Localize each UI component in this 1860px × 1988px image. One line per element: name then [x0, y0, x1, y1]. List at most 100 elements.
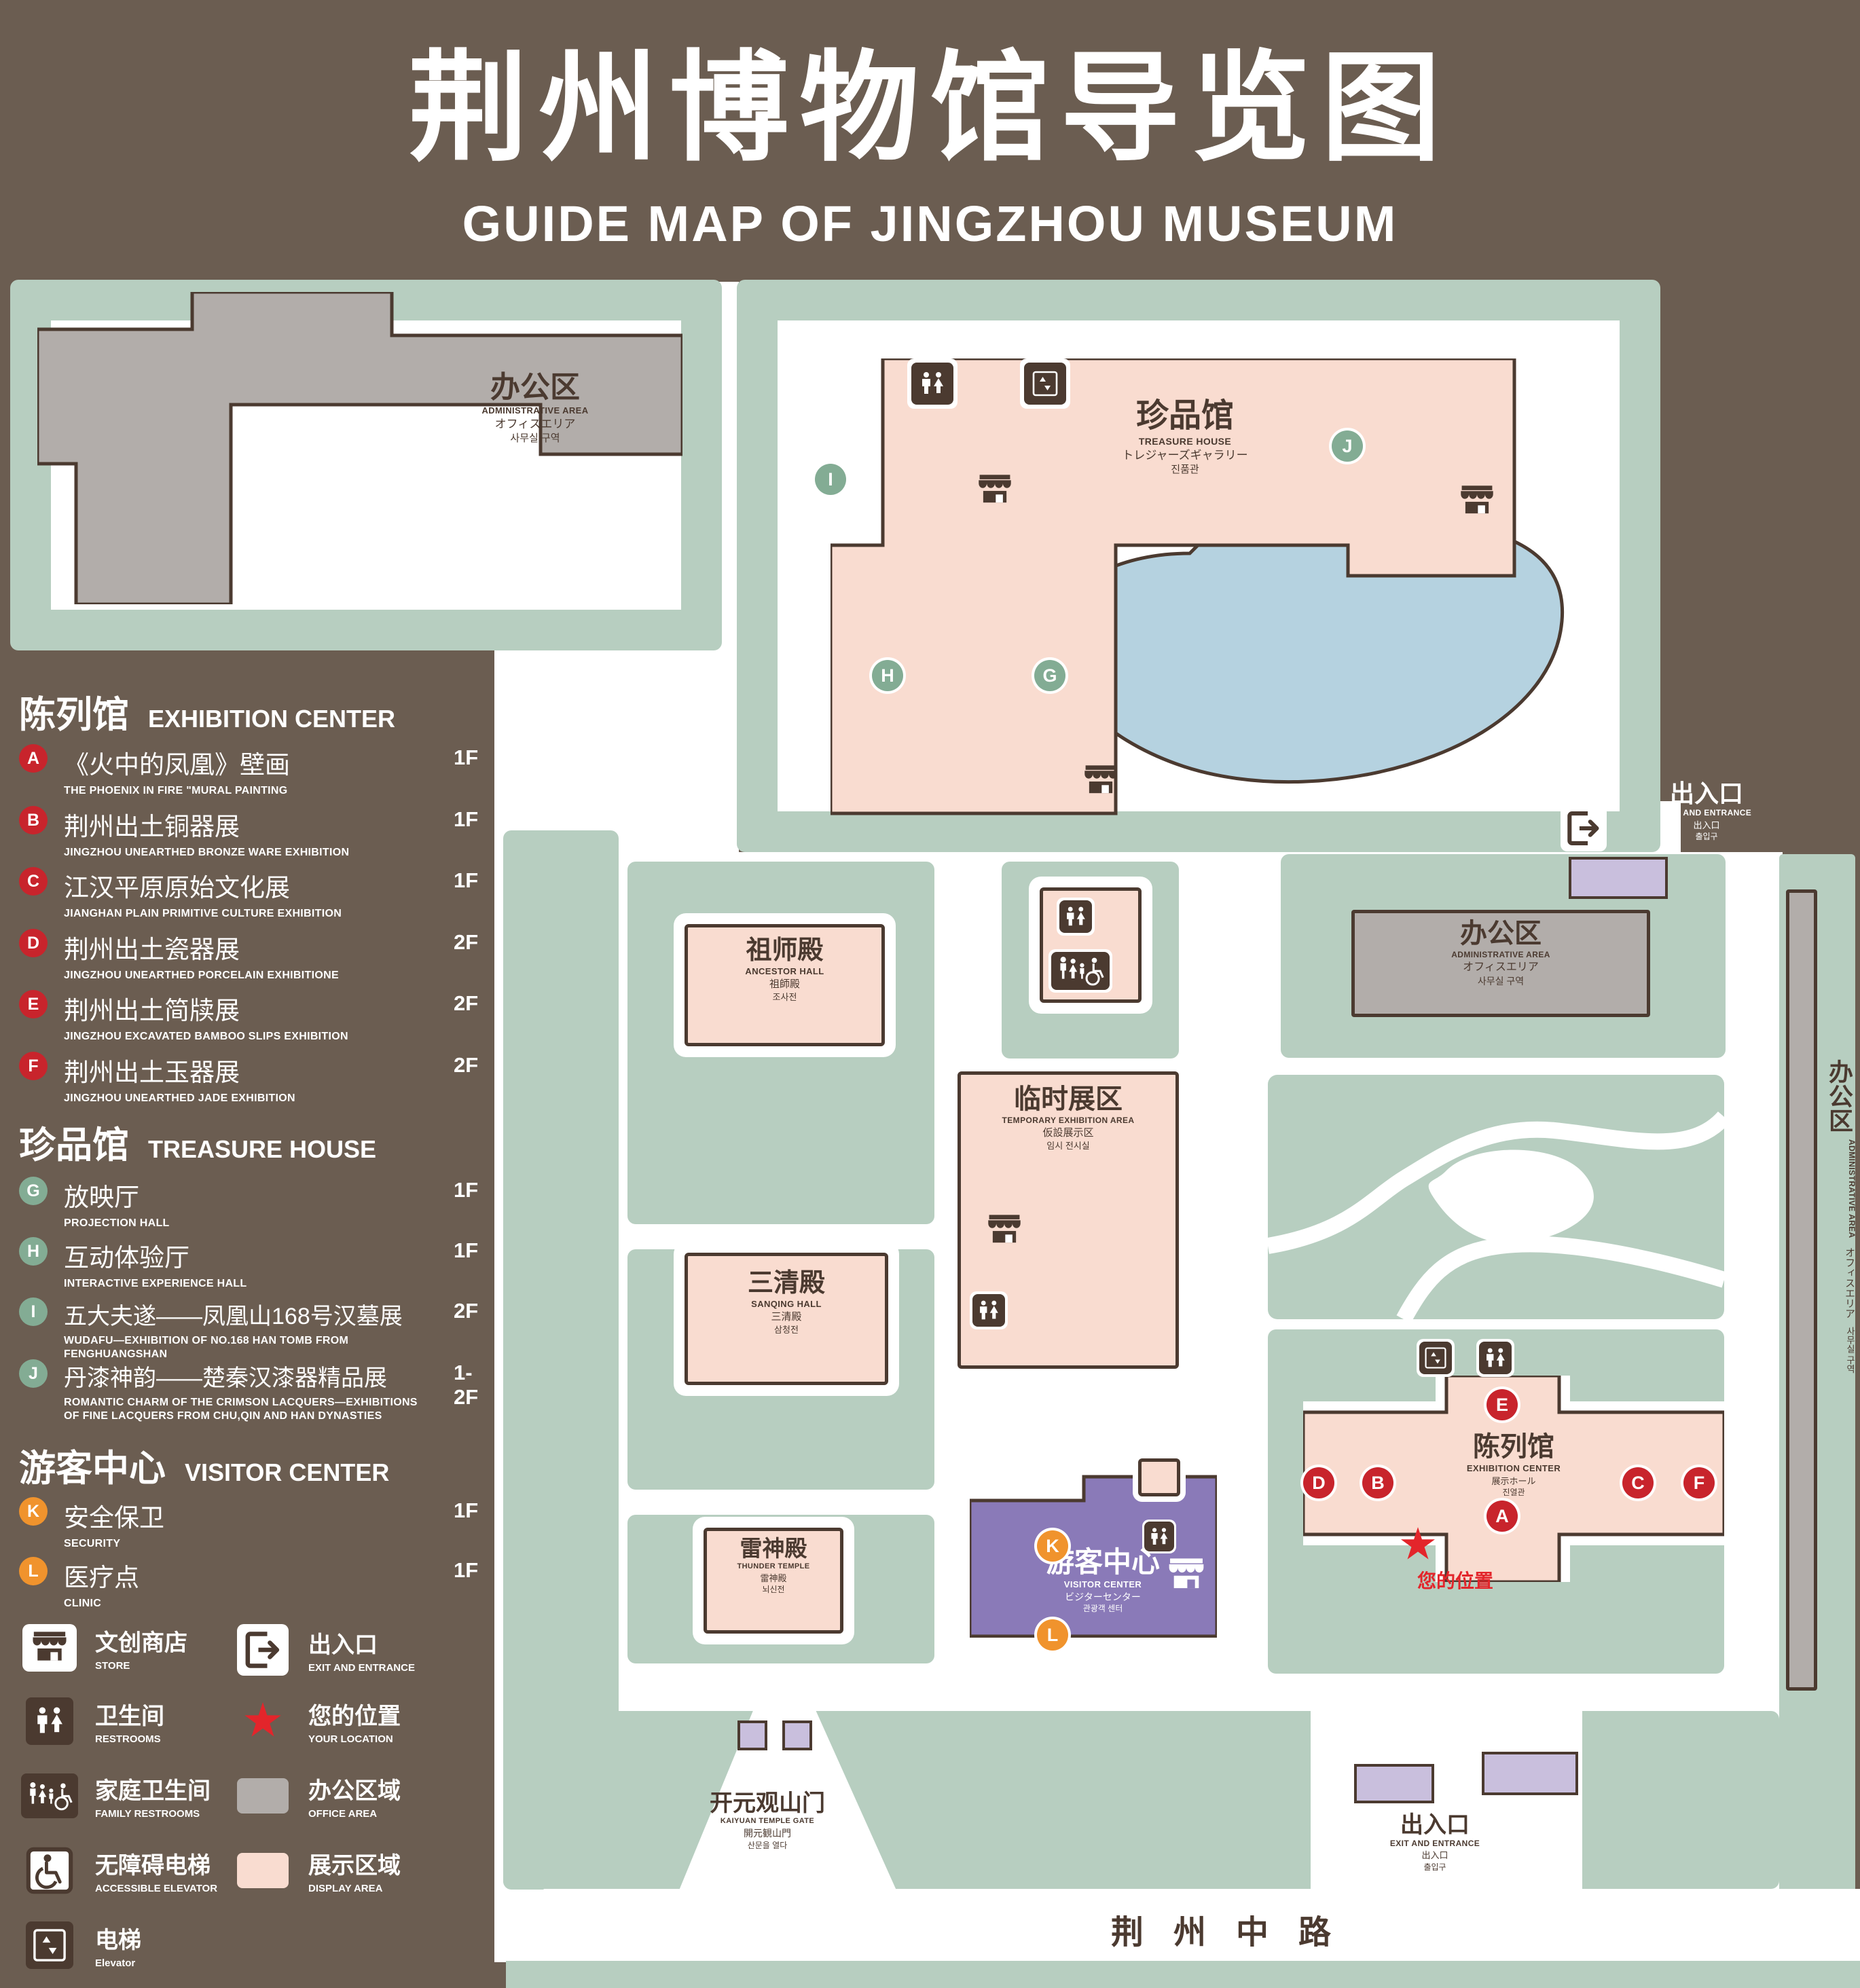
floor-badge: 1F	[454, 868, 479, 892]
admin-top-left-label: 办公区 ADMINISTRATIVE AREA オフィスエリア 사무실 구역	[454, 370, 617, 445]
elevator-icon	[26, 1921, 73, 1969]
office-area-swatch	[237, 1778, 289, 1814]
restroom-pad	[1142, 1520, 1176, 1553]
floor-badge: 2F	[454, 1053, 479, 1077]
elevator-pad	[1417, 1339, 1455, 1377]
ancestor-hall-building	[685, 924, 885, 1046]
map-marker-h: H	[872, 660, 903, 691]
restroom-icon	[1479, 1342, 1512, 1374]
exhibition-center-building	[1303, 1376, 1724, 1582]
floor-badge: 1F	[454, 1238, 479, 1262]
display-area-swatch	[237, 1853, 289, 1888]
floor-badge: 2F	[454, 1299, 479, 1323]
kaiyuan-gate-label: 开元观山门 KAIYUAN TEMPLE GATE 開元観山門 산문을 열다	[710, 1790, 825, 1850]
marker-h: H	[19, 1237, 48, 1266]
store-icon	[1457, 485, 1497, 517]
your-location-label: 您的位置	[1417, 1570, 1493, 1591]
restroom-icon	[911, 363, 953, 405]
restroom-pad	[1057, 898, 1095, 936]
restroom-pad	[970, 1291, 1008, 1329]
restroom-pad	[907, 358, 958, 409]
family-restroom-icon	[21, 1773, 78, 1818]
floor-badge: 1F	[454, 746, 479, 769]
marker-d: D	[19, 929, 48, 957]
marker-i: I	[19, 1297, 48, 1326]
floor-badge: 2F	[454, 991, 479, 1015]
marker-j: J	[19, 1359, 48, 1388]
floor-badge: 1F	[454, 1178, 479, 1202]
title-english: GUIDE MAP OF JINGZHOU MUSEUM	[462, 196, 1398, 252]
store-icon	[22, 1624, 77, 1672]
garden-area	[1268, 1075, 1724, 1319]
admin-building-top-left	[37, 292, 682, 604]
family-restroom-icon	[1051, 952, 1110, 990]
thunder-temple-label: 雷神殿 THUNDER TEMPLE 雷神殿 뇌신전	[737, 1536, 810, 1595]
treasure-house-label: 珍品馆 TREASURE HOUSE トレジャーズギャラリー 진품관	[1122, 398, 1248, 476]
family-restroom-pad	[1048, 949, 1112, 993]
map-marker-l: L	[1037, 1619, 1068, 1651]
accessible-elevator-icon	[26, 1847, 73, 1894]
elevator-pad	[1020, 358, 1070, 409]
restroom-pad	[1476, 1339, 1514, 1377]
admin-building-right	[1351, 910, 1650, 1017]
gate-structure	[782, 1720, 812, 1750]
temporary-exhibition-label: 临时展区 TEMPORARY EXHIBITION AREA 仮設展示区 임시 …	[1002, 1084, 1135, 1152]
admin-building-strip	[1786, 889, 1817, 1691]
map-marker-g: G	[1034, 660, 1065, 691]
exit-icon	[1565, 809, 1603, 847]
thunder-temple-building	[704, 1528, 843, 1634]
sanqing-hall-building	[685, 1253, 888, 1385]
marker-g: G	[19, 1177, 48, 1205]
visitor-center-label: 游客中心 VISITOR CENTER ビジターセンター 관광객 센터	[1045, 1546, 1160, 1614]
exit-gate-bottom-right	[1354, 1764, 1434, 1803]
your-location-star-icon: ★	[1400, 1522, 1436, 1566]
page-title: 荆州博物馆导览图 GUIDE MAP OF JINGZHOU MUSEUM	[0, 11, 1860, 253]
exhibition-center-label: 陈列馆 EXHIBITION CENTER 展示ホール 진열관	[1466, 1432, 1561, 1497]
sanqing-hall-label: 三清殿 SANQING HALL 三清殿 삼청전	[747, 1269, 825, 1335]
location-star-icon: ★	[244, 1697, 282, 1744]
lawn-road-south	[506, 1961, 1860, 1988]
marker-b: B	[19, 806, 48, 834]
map-marker-c: C	[1622, 1467, 1654, 1498]
map-marker-b: B	[1362, 1467, 1393, 1498]
restroom-icon	[26, 1697, 73, 1745]
marker-e: E	[19, 990, 48, 1018]
road	[506, 1889, 1860, 1961]
floor-badge: 1F	[454, 1558, 479, 1582]
treasure-house-building	[831, 358, 1516, 815]
marker-l: L	[19, 1557, 48, 1585]
floor-badge: 1-2F	[454, 1361, 479, 1409]
map-marker-e: E	[1487, 1389, 1518, 1420]
store-icon-white	[1165, 1558, 1207, 1592]
map-marker-a: A	[1487, 1501, 1518, 1532]
gate-structure	[737, 1720, 767, 1750]
map-marker-d: D	[1303, 1467, 1334, 1498]
marker-c: C	[19, 867, 48, 896]
floor-badge: 2F	[454, 930, 479, 954]
exit-pad-top-right	[1561, 805, 1607, 851]
elevator-icon	[1024, 363, 1066, 405]
admin-name: 办公区	[490, 371, 580, 404]
map-marker-i: I	[815, 464, 846, 495]
ancestor-hall-label: 祖师殿 ANCESTOR HALL 祖師殿 조사전	[745, 936, 824, 1002]
visitor-center-pink-annex	[1138, 1458, 1180, 1496]
exit-gate-top-right	[1569, 857, 1668, 899]
restroom-icon	[1144, 1522, 1174, 1551]
